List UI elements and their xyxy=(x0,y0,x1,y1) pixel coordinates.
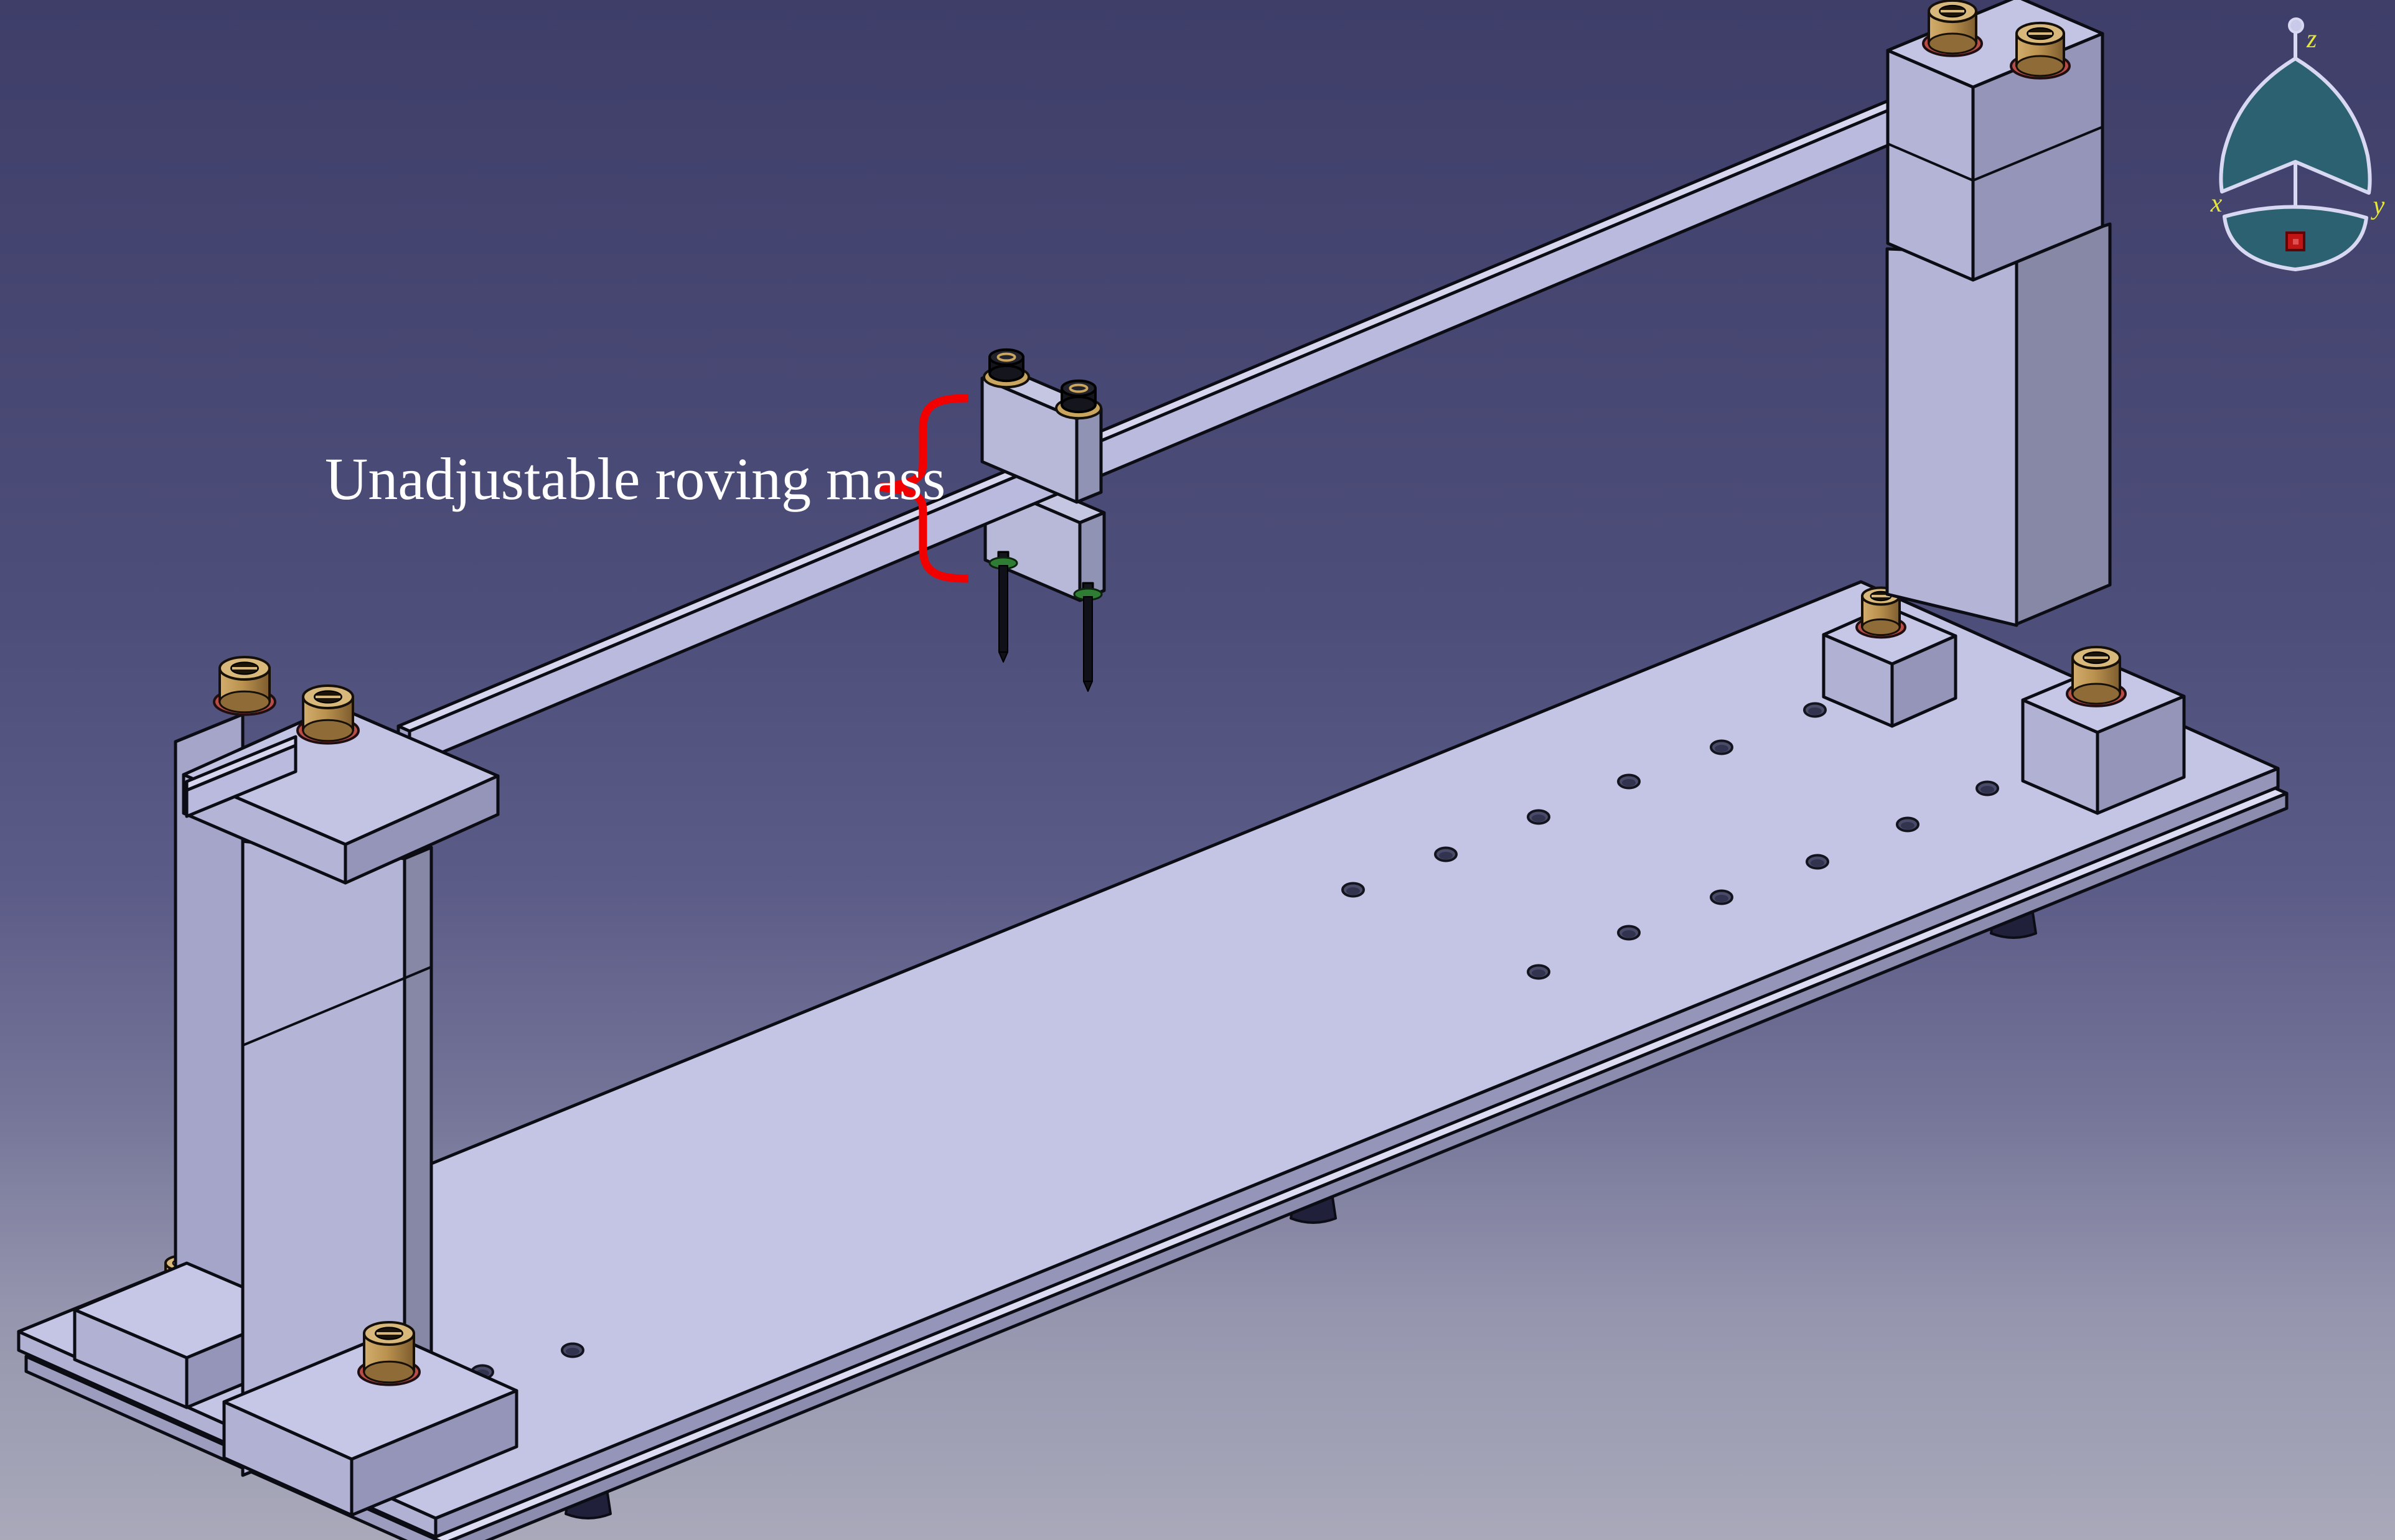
left-support[interactable] xyxy=(73,712,518,1517)
left-column xyxy=(241,839,433,1477)
left-front-pedestal xyxy=(222,1332,518,1517)
roving-mass-cap-screws xyxy=(983,348,1102,420)
beam-end-tab xyxy=(185,735,298,818)
right-column xyxy=(1885,222,2112,627)
right-clamp-bolts xyxy=(1922,0,2071,80)
right-front-pedestal-bolt xyxy=(2066,645,2127,707)
roving-mass-top[interactable] xyxy=(980,348,1103,504)
left-clamp-bolts xyxy=(213,656,360,745)
plate-holes xyxy=(471,702,1999,1380)
annotation-label: Unadjustable roving mass xyxy=(325,446,945,512)
right-clamp[interactable] xyxy=(1886,0,2104,282)
right-support[interactable] xyxy=(1822,222,2186,815)
compass-z-label: z xyxy=(2306,25,2317,54)
compass-shield xyxy=(2219,57,2372,195)
compass-origin-dot xyxy=(2293,239,2299,245)
right-clamp-left-face xyxy=(1886,49,1975,282)
left-front-pedestal-bolt xyxy=(357,1321,421,1386)
compass-x-label: x xyxy=(2210,189,2223,218)
left-clamp-top-face xyxy=(182,704,500,846)
compass-icon[interactable]: x y z xyxy=(2210,17,2385,271)
annotation: Unadjustable roving mass xyxy=(325,394,969,583)
right-rear-pedestal xyxy=(1822,605,1957,728)
compass-top-handle[interactable] xyxy=(2288,17,2304,34)
left-clamp[interactable] xyxy=(182,656,500,885)
right-rear-pedestal-bolt xyxy=(1855,586,1906,639)
right-front-pedestal xyxy=(2021,662,2186,815)
compass-y-label: y xyxy=(2371,192,2385,220)
annotation-brace xyxy=(879,394,969,583)
roving-mass-screws xyxy=(988,551,1103,692)
